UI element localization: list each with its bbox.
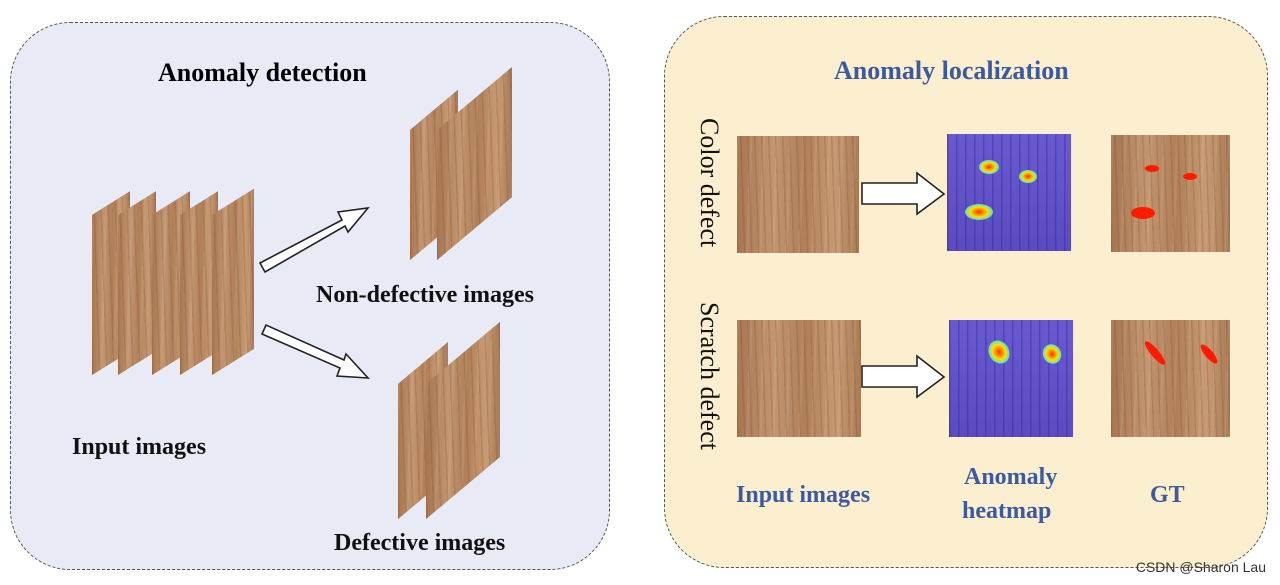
anomaly-detection-title: Anomaly detection <box>158 58 367 87</box>
defective-images-label: Defective images <box>334 530 506 556</box>
gt-defect-mark <box>1145 165 1159 172</box>
column-label-anomaly: Anomaly <box>964 464 1058 490</box>
arrow-to-defective-icon <box>260 323 370 379</box>
heatmap-hotspot <box>1019 170 1037 183</box>
column-label-heatmap: heatmap <box>962 498 1052 524</box>
arrow-input-to-heatmap-row2-icon <box>861 354 946 399</box>
anomaly-localization-title: Anomaly localization <box>834 56 1069 85</box>
scratch-defect-input-image <box>737 320 861 437</box>
arrow-to-nondefective-icon <box>258 206 370 274</box>
row-label-scratch-defect: Scratch defect <box>695 302 724 450</box>
watermark: CSDN @Sharon Lau <box>1135 559 1266 575</box>
arrow-input-to-heatmap-row1-icon <box>861 171 946 216</box>
color-defect-gt-image <box>1111 135 1230 252</box>
scratch-defect-heatmap <box>949 320 1073 437</box>
gt-defect-mark <box>1131 207 1155 219</box>
column-label-gt: GT <box>1150 482 1185 508</box>
color-defect-input-image <box>737 136 859 253</box>
column-label-input-images: Input images <box>736 482 871 508</box>
nondefective-images-label: Non-defective images <box>316 282 534 308</box>
color-defect-heatmap <box>947 134 1071 251</box>
gt-defect-mark <box>1183 173 1197 180</box>
anomaly-localization-panel <box>664 16 1268 568</box>
row-label-color-defect: Color defect <box>695 118 724 248</box>
heatmap-hotspot <box>965 204 993 220</box>
scratch-defect-gt-image <box>1111 320 1230 437</box>
input-images-label: Input images <box>72 434 207 460</box>
heatmap-hotspot <box>979 160 999 174</box>
